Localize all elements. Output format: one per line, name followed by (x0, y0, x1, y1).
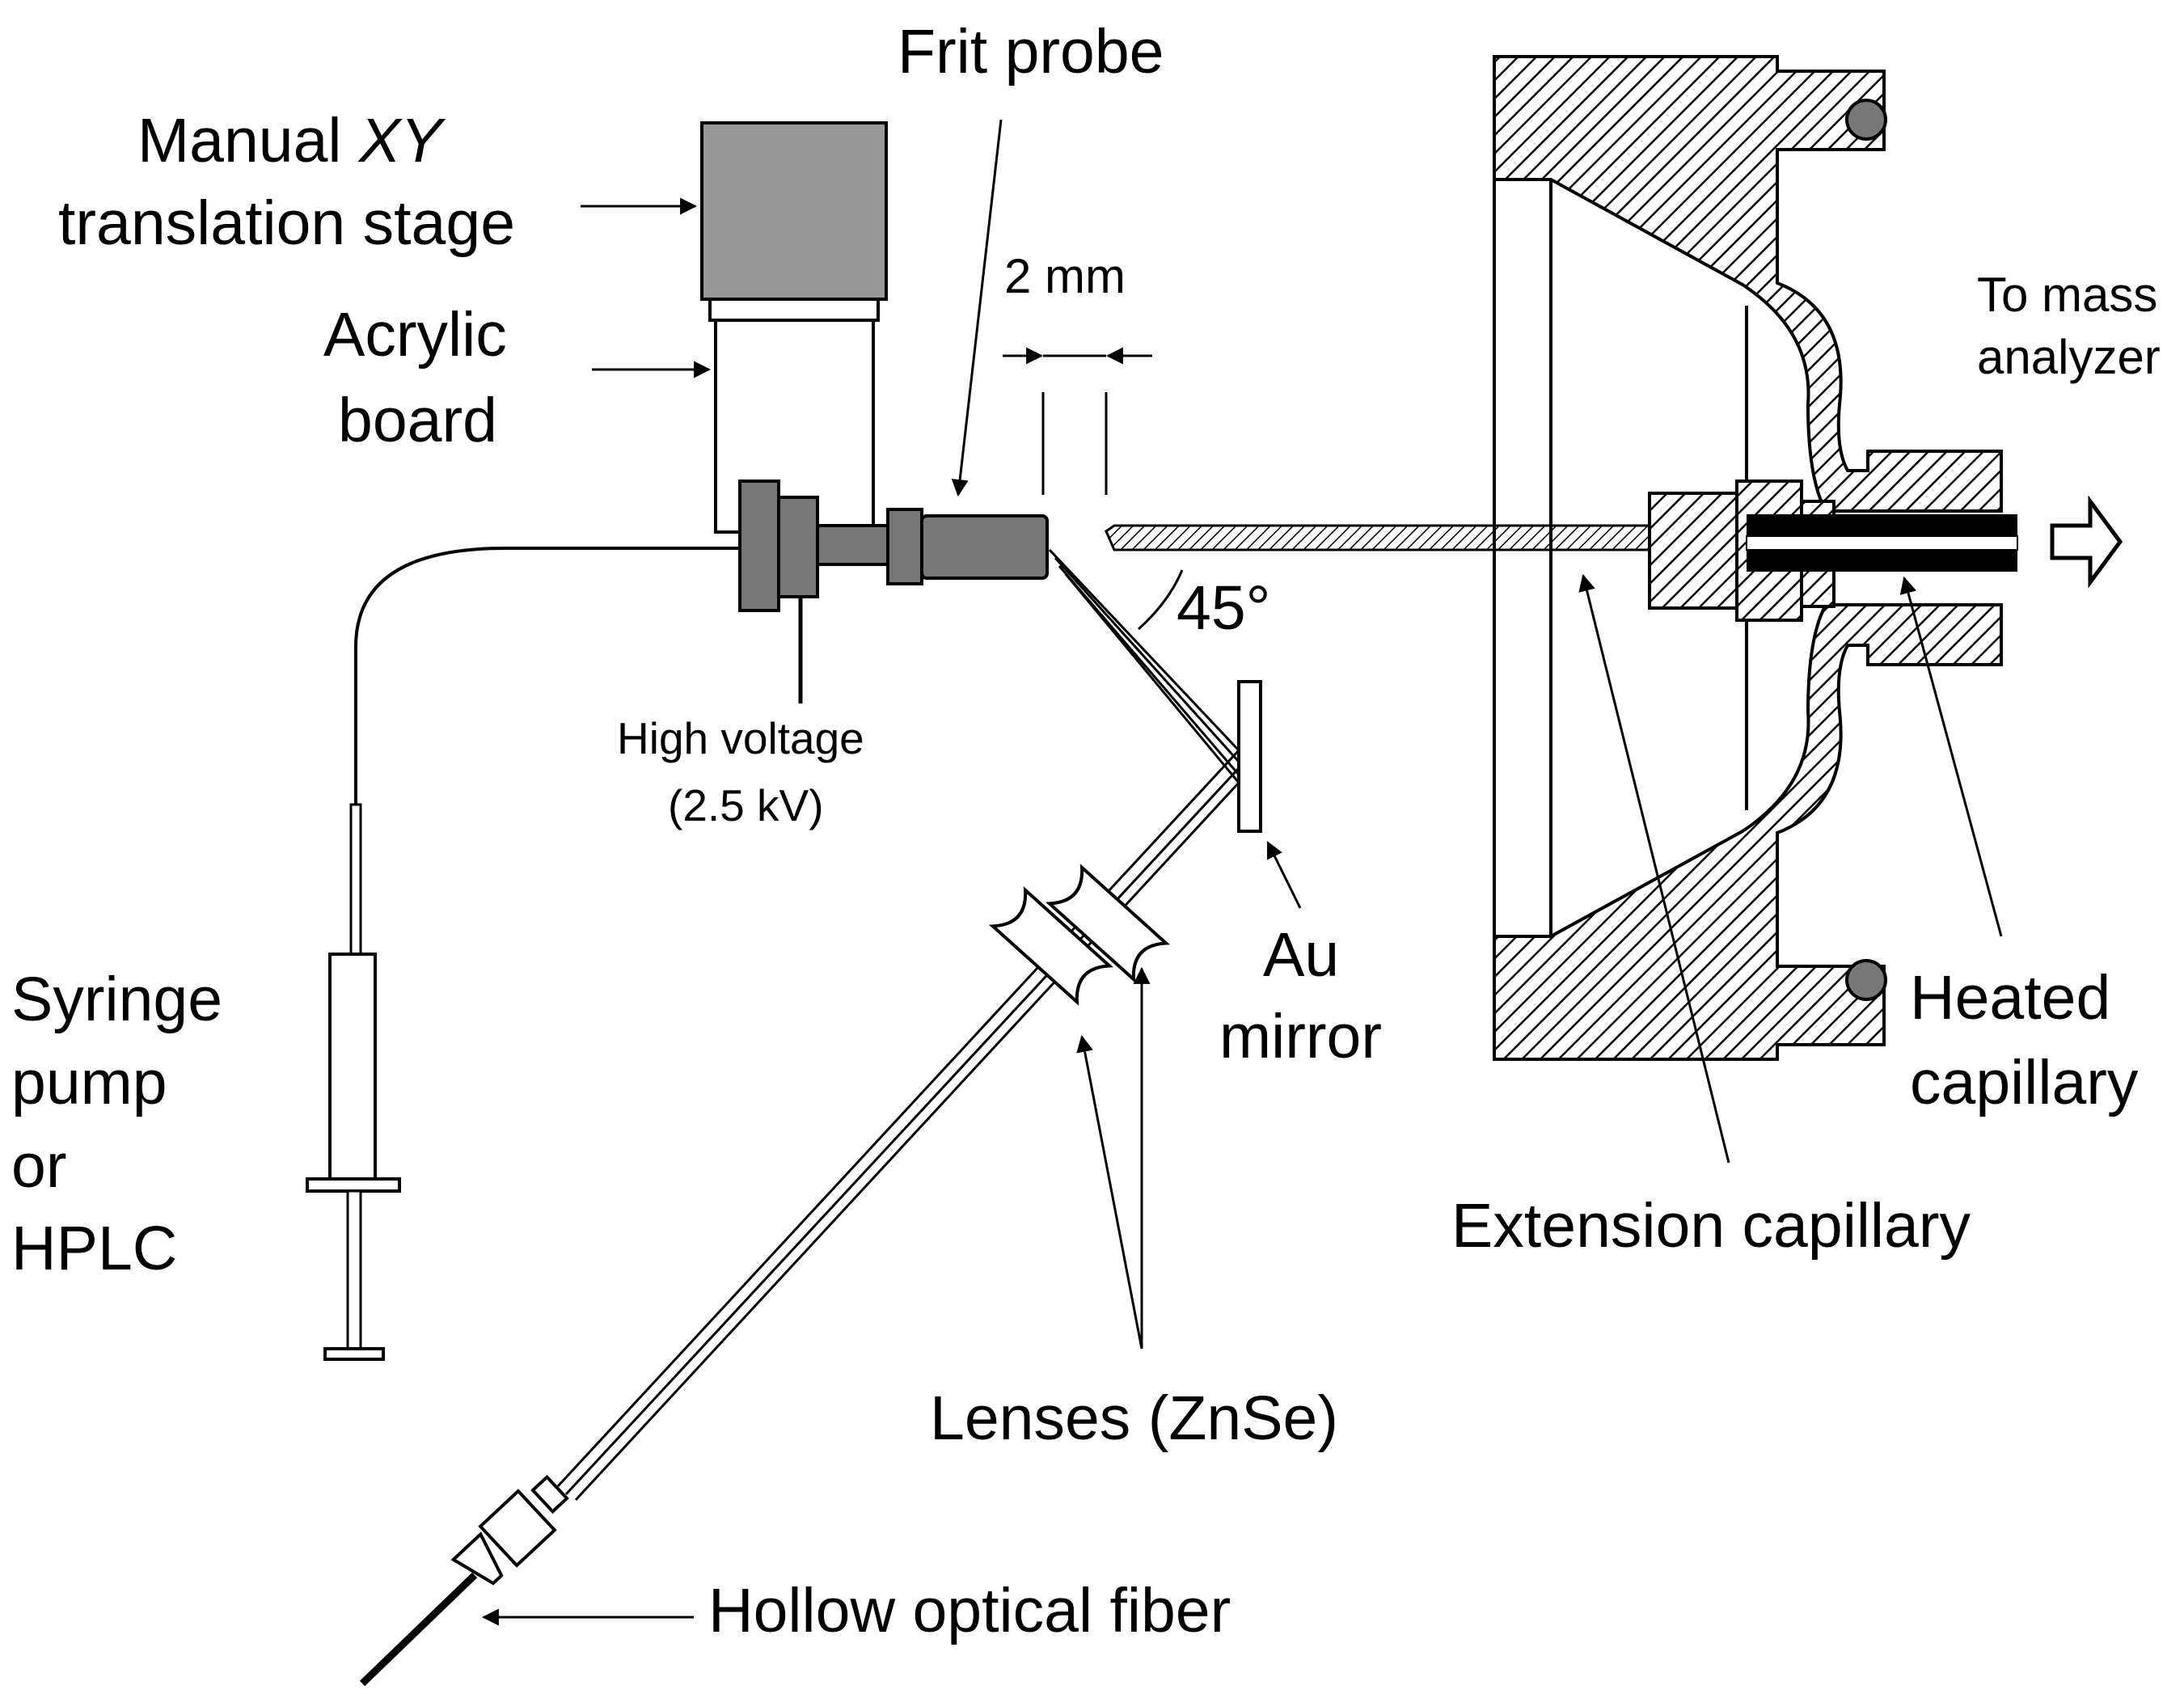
fiber-connector (359, 1474, 569, 1687)
label-gap: 2 mm (1004, 249, 1126, 303)
label-to-mass-line1: To mass (1977, 268, 2157, 322)
label-angle: 45° (1176, 573, 1270, 643)
au-mirror (1237, 680, 1262, 833)
stage-block (700, 121, 888, 301)
label-syringe-line1: Syringe (11, 965, 222, 1034)
label-heated-line2: capillary (1910, 1048, 2139, 1117)
o-ring-upper (1845, 99, 1887, 141)
probe-fitting (886, 508, 923, 585)
lens-2 (988, 886, 1114, 1006)
label-hv-line2: (2.5 kV) (668, 780, 824, 830)
translation-stage (700, 121, 888, 322)
arrow-lens-1 (1076, 1034, 1143, 1350)
label-mirror-line2: mirror (1219, 1002, 1382, 1071)
label-to-mass-line2: analyzer (1977, 330, 2161, 384)
arrow-extension (1578, 573, 1730, 1164)
syringe-plunger-end (323, 1347, 385, 1361)
flange-upper (1493, 55, 2003, 513)
syringe-pump (306, 547, 740, 1361)
syringe-needle (349, 803, 362, 956)
probe-mount-inner (777, 496, 819, 598)
callout-arrows (481, 119, 2003, 1626)
frit-probe (738, 479, 1049, 703)
angle-arc (1138, 569, 1184, 631)
label-fiber: Hollow optical fiber (708, 1576, 1231, 1645)
hollow-optical-fiber (359, 1572, 478, 1687)
syringe-flange (306, 1177, 401, 1193)
arrow-mirror (1266, 841, 1302, 909)
arrow-frit (951, 119, 1003, 497)
label-extension: Extension capillary (1451, 1191, 1971, 1261)
label-stage-line1: Manual XY (137, 106, 446, 175)
ms-inlet-flange (1493, 55, 2003, 1061)
laser-beam (556, 548, 1240, 1502)
probe-mount-outer (738, 479, 780, 612)
probe-tube (816, 524, 898, 566)
label-heated-line1: Heated (1910, 963, 2110, 1033)
o-ring-lower (1845, 959, 1887, 1001)
label-hv-line1: High voltage (617, 713, 864, 763)
label-acrylic-line2: board (338, 386, 497, 455)
gap-marker (1003, 347, 1152, 495)
syringe-tubing (354, 547, 740, 805)
syringe-plunger-rod (346, 1189, 362, 1350)
label-frit-probe: Frit probe (898, 17, 1164, 87)
label-syringe-line3: or (11, 1131, 66, 1201)
stage-plate (708, 298, 880, 322)
label-stage-line2: translation stage (58, 188, 515, 258)
label-syringe-line4: HPLC (11, 1214, 177, 1283)
label-lenses: Lenses (ZnSe) (930, 1384, 1338, 1453)
label-acrylic-line1: Acrylic (323, 300, 507, 370)
syringe-barrel (328, 953, 377, 1181)
arrow-heated (1899, 576, 2003, 937)
output-arrow (2050, 495, 2123, 589)
label-syringe-line2: pump (11, 1048, 167, 1117)
probe-body (920, 514, 1049, 580)
extension-capillary (1105, 524, 1704, 551)
flange-lower (1493, 603, 2003, 1061)
label-mirror-line1: Au (1263, 920, 1339, 990)
heated-capillary (1746, 514, 2018, 572)
